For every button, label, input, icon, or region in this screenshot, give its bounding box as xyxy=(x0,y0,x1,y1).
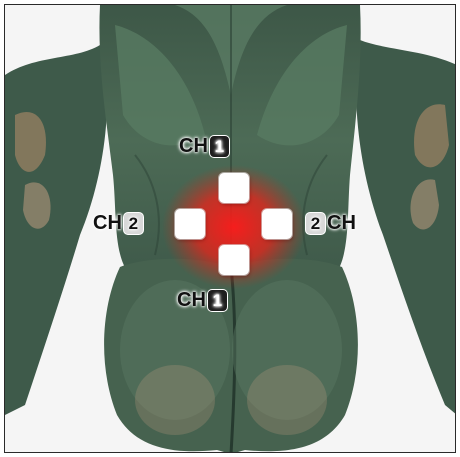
electrode-right xyxy=(262,209,292,239)
label-bottom-text: CH xyxy=(177,289,206,312)
label-left-channel: CH 2 xyxy=(93,212,143,235)
label-top-channel: CH 1 xyxy=(179,135,229,158)
label-left-text: CH xyxy=(93,212,122,235)
electrode-bottom xyxy=(219,245,249,275)
label-bottom-channel: CH 1 xyxy=(177,289,227,312)
label-right-channel: 2 CH xyxy=(306,212,356,235)
electrode-top xyxy=(219,173,249,203)
label-right-badge: 2 xyxy=(306,213,325,234)
image-frame: CH 1 CH 2 2 CH CH 1 xyxy=(4,4,456,453)
label-bottom-badge: 1 xyxy=(208,290,227,311)
label-right-text: CH xyxy=(327,212,356,235)
label-left-badge: 2 xyxy=(124,213,143,234)
back-muscles-illustration xyxy=(5,5,456,453)
label-top-badge: 1 xyxy=(210,136,229,157)
electrode-left xyxy=(175,209,205,239)
label-top-text: CH xyxy=(179,135,208,158)
